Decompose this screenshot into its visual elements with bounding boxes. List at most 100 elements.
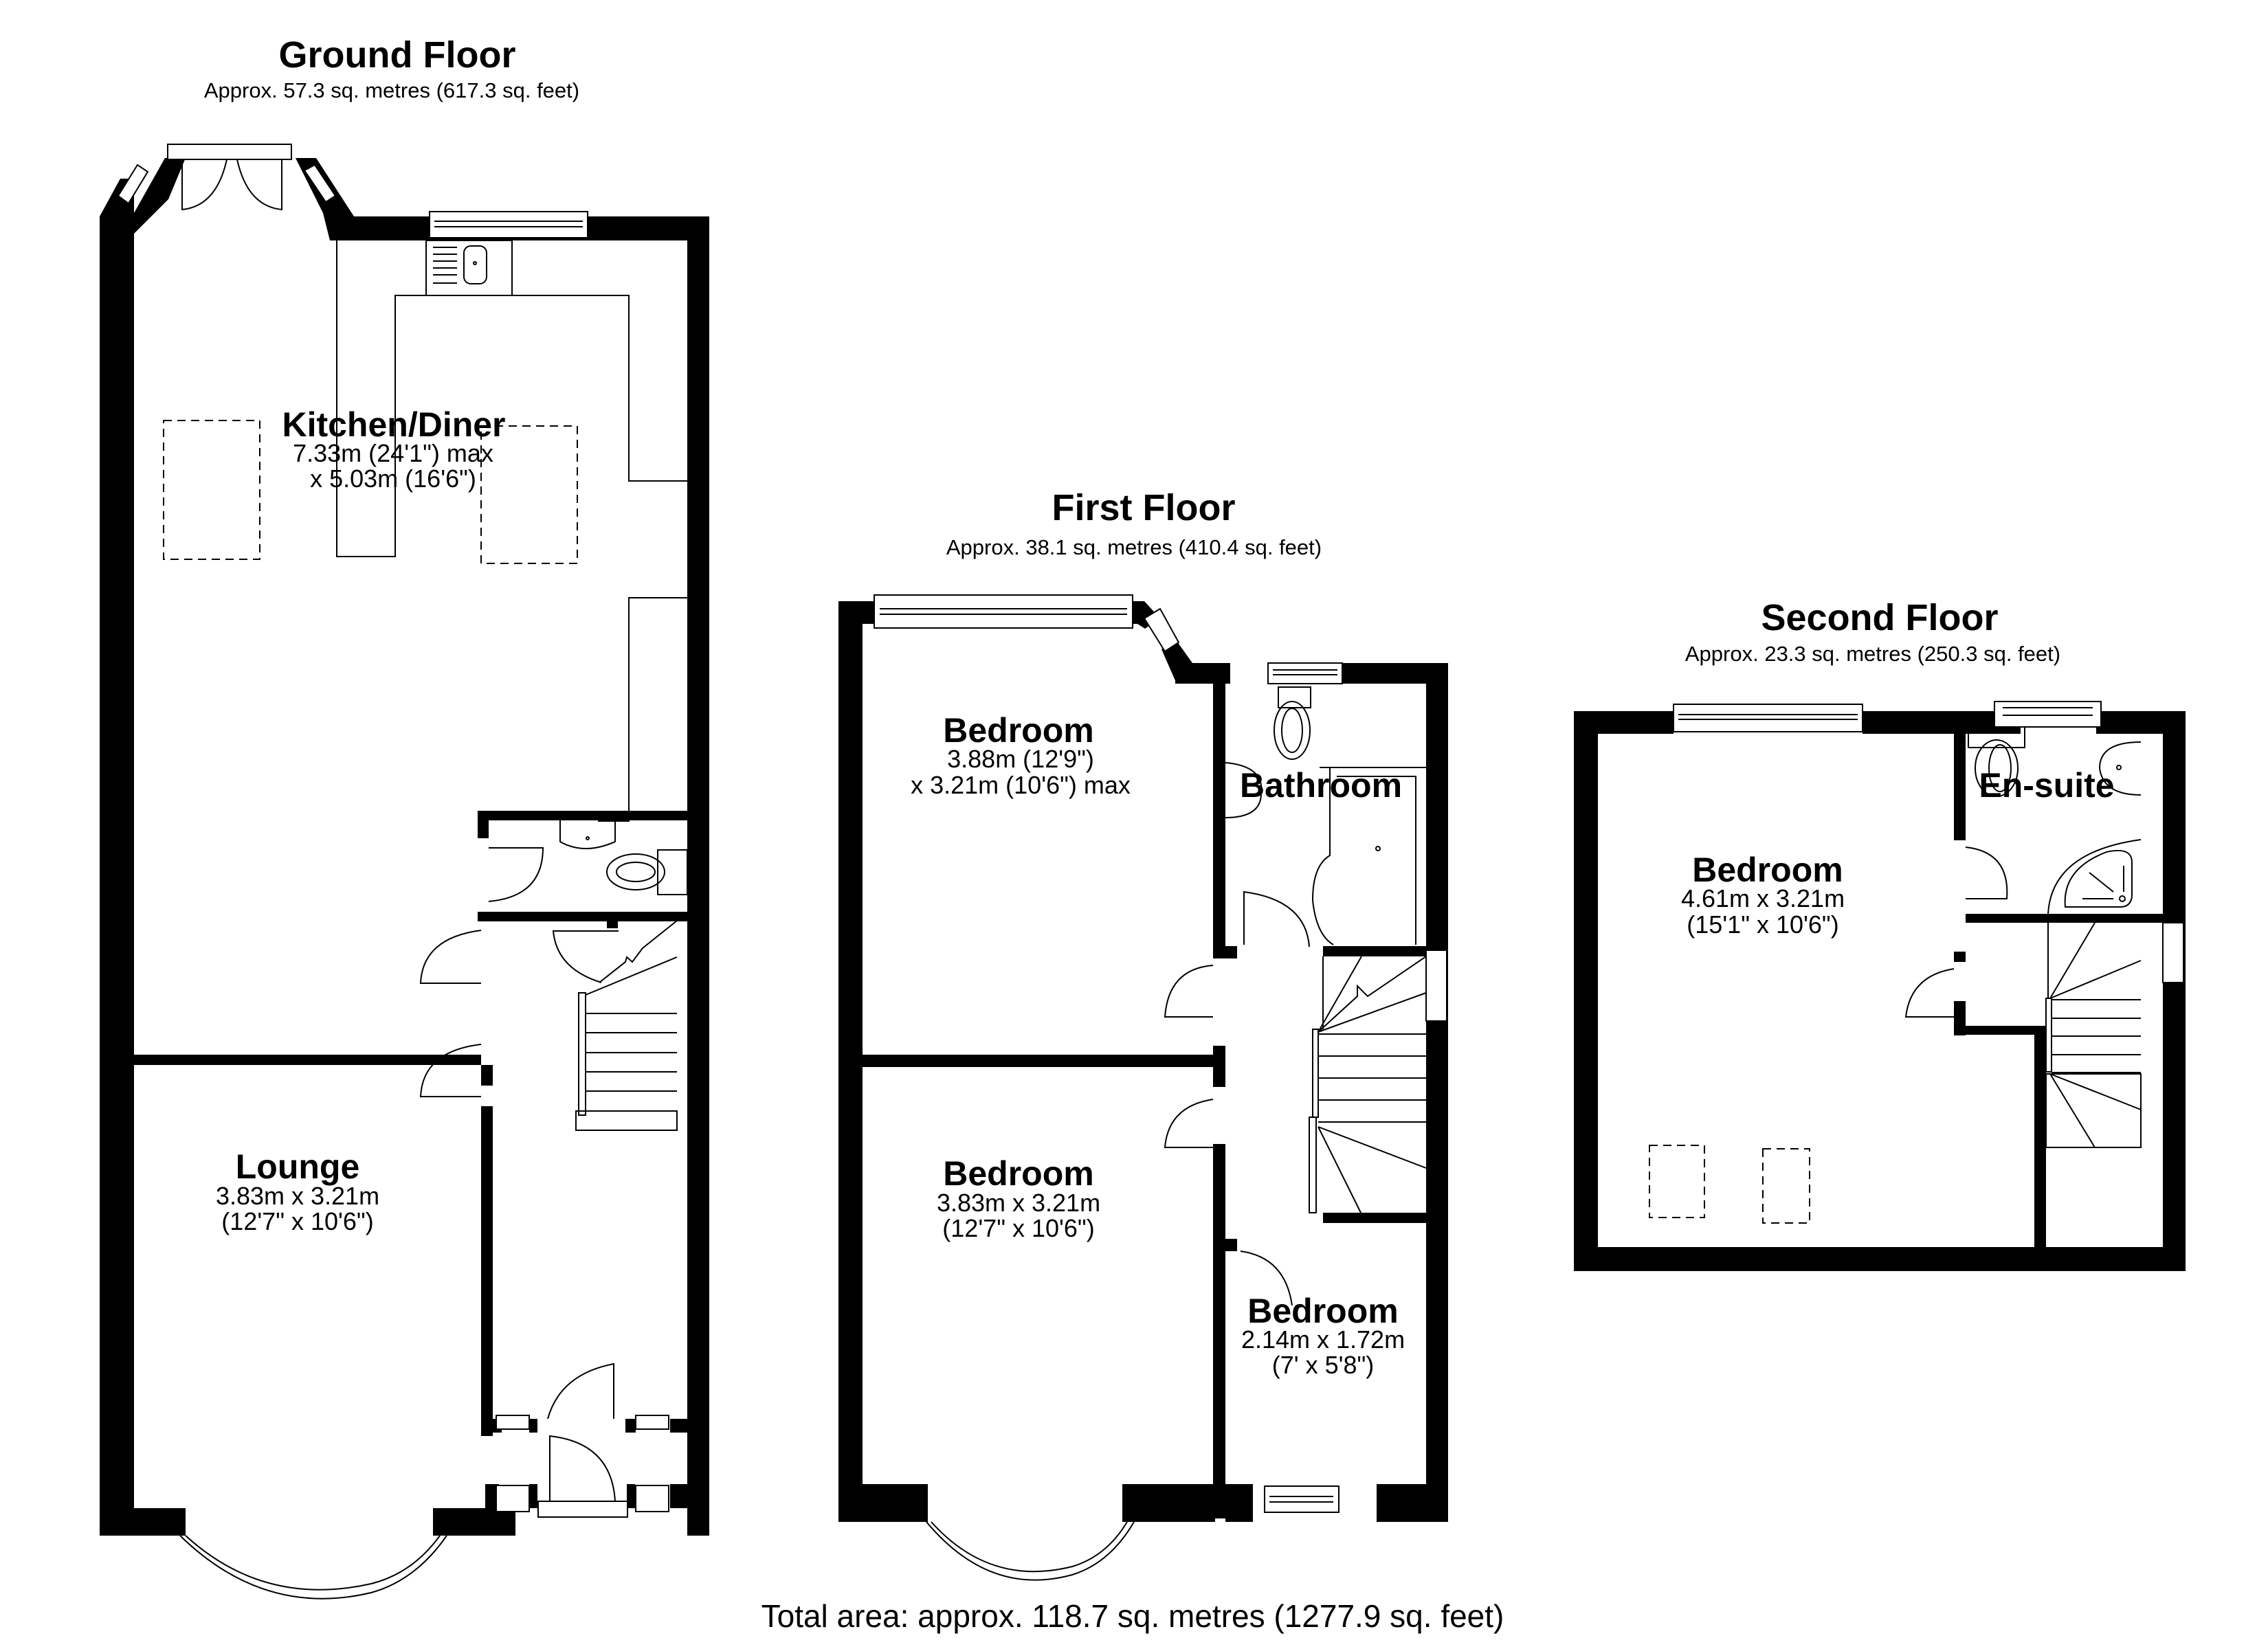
bathroom-basin xyxy=(1225,762,1263,818)
french-door-frame xyxy=(167,144,292,160)
stair-direction-arrow xyxy=(599,920,678,983)
small-bedroom-door-swing xyxy=(1240,1250,1293,1306)
second-stairs xyxy=(1649,922,2142,1224)
worktop-left xyxy=(336,240,687,557)
small-bedroom-window xyxy=(1264,1485,1339,1513)
first-walls xyxy=(838,601,1448,1522)
second-rooflight-1 xyxy=(1649,1145,1705,1218)
stair-window xyxy=(2162,922,2184,983)
second-bedroom-dim2: (15'1" x 10'6") xyxy=(1687,910,1838,939)
wc-basin xyxy=(559,820,616,849)
ground-hall xyxy=(419,920,678,1518)
ground-wc xyxy=(488,820,688,902)
first-floor: First Floor Approx. 38.1 sq. metres (410… xyxy=(838,487,1448,1581)
toilet-bowl xyxy=(1274,701,1311,760)
lounge-dim2: (12'7" x 10'6") xyxy=(221,1207,373,1235)
porch-window-2 xyxy=(635,1415,669,1430)
second-walls xyxy=(1574,711,2186,1271)
french-door-left-swing xyxy=(181,159,227,211)
second-handrail xyxy=(2045,998,2052,1073)
porch-window-3 xyxy=(496,1485,530,1512)
first-floor-area: Approx. 38.1 sq. metres (410.4 sq. feet) xyxy=(946,535,1322,559)
ensuite-cistern xyxy=(1968,726,2025,748)
ensuite-toilet xyxy=(1975,739,2019,797)
bathroom-label: Bathroom xyxy=(1240,766,1402,805)
drainer-lines xyxy=(433,247,457,284)
ensuite-label: En-suite xyxy=(1979,766,2114,805)
first-landing xyxy=(1164,956,1427,1306)
bathroom-window xyxy=(1267,662,1343,684)
ground-floor-title: Ground Floor xyxy=(279,34,516,76)
front-bedroom-door-swing xyxy=(1164,965,1214,1018)
bathroom-fittings xyxy=(1225,686,1426,947)
second-floor-title: Second Floor xyxy=(1761,597,1998,638)
porch-window-1 xyxy=(496,1415,530,1430)
front-door-swing xyxy=(549,1435,616,1505)
bath-outline xyxy=(1311,767,1334,945)
second-bedroom-dim1: 4.61m x 3.21m xyxy=(1681,884,1845,912)
front-bedroom-dim2: x 3.21m (10'6") max xyxy=(911,771,1131,799)
small-bedroom-dim2: (7' x 5'8") xyxy=(1272,1351,1375,1379)
rear-bay-window-inner xyxy=(931,1521,1128,1573)
ensuite-fittings xyxy=(1965,726,2142,915)
landing-stair-arrow xyxy=(1318,956,1427,1033)
kitchen-diner-label: Kitchen/Diner xyxy=(282,405,505,444)
wc-door-swing xyxy=(488,847,544,902)
ensuite-window xyxy=(1994,701,2102,728)
porch-inner-door-swing xyxy=(547,1362,614,1420)
wc-toilet-bowl xyxy=(606,853,665,890)
second-bedroom-door-swing xyxy=(1904,968,1955,1018)
lounge-door-swing xyxy=(419,1044,482,1097)
kitchen-diner-dim1: 7.33m (24'1") max xyxy=(293,439,493,467)
front-bedroom-label: Bedroom xyxy=(943,711,1093,750)
rooflight-2 xyxy=(480,425,578,564)
second-bedroom-window xyxy=(1673,704,1863,732)
wc-cistern xyxy=(657,849,688,895)
shower-tray xyxy=(2064,849,2133,908)
second-rooflight-2 xyxy=(1762,1148,1810,1224)
total-area: Total area: approx. 118.7 sq. metres (12… xyxy=(761,1598,1504,1634)
stair-handrail xyxy=(578,992,586,1116)
ground-walls xyxy=(100,158,709,1536)
ground-floor-area: Approx. 57.3 sq. metres (617.3 sq. feet) xyxy=(204,78,579,102)
ground-floor: Ground Floor Approx. 57.3 sq. metres (61… xyxy=(100,34,709,1600)
sink-bowl xyxy=(463,245,487,284)
ground-rear-openings xyxy=(117,144,588,238)
bay-side-window xyxy=(1143,607,1180,653)
rear-bedroom-dim2: (12'7" x 10'6") xyxy=(942,1214,1094,1242)
ensuite-basin xyxy=(2098,741,2142,796)
front-door-step xyxy=(537,1501,628,1518)
toilet-cistern xyxy=(1278,686,1311,708)
landing-handrail xyxy=(1312,1029,1319,1118)
first-floor-title: First Floor xyxy=(1052,487,1236,528)
second-floor-area: Approx. 23.3 sq. metres (250.3 sq. feet) xyxy=(1685,642,2060,666)
small-bedroom-label: Bedroom xyxy=(1247,1292,1398,1330)
ensuite-door-swing xyxy=(1965,846,2008,899)
front-bedroom-window xyxy=(874,594,1133,629)
porch-window-4 xyxy=(635,1485,669,1512)
lounge-bay-window xyxy=(179,1535,447,1600)
rear-bay-window-outer xyxy=(926,1521,1135,1581)
rear-bedroom-label: Bedroom xyxy=(943,1154,1093,1193)
rear-bedroom-door-swing xyxy=(1164,1099,1214,1148)
rooflight-1 xyxy=(163,420,260,560)
bay-window-right xyxy=(303,164,337,203)
kitchen-door-swing xyxy=(419,930,482,984)
french-door-right-swing xyxy=(236,159,282,211)
kitchen-diner-dim2: x 5.03m (16'6") xyxy=(310,464,476,493)
bay-window-left xyxy=(117,164,149,205)
kitchen-fittings xyxy=(163,240,687,822)
lounge-dim1: 3.83m x 3.21m xyxy=(216,1182,379,1210)
second-bedroom-label: Bedroom xyxy=(1692,851,1843,889)
rear-bedroom-dim1: 3.83m x 3.21m xyxy=(937,1189,1100,1217)
shower-door-arc xyxy=(2047,839,2142,915)
kitchen-window xyxy=(429,211,588,238)
understairs-door-swing xyxy=(552,930,619,983)
bathroom-door-swing xyxy=(1243,890,1310,947)
second-windows xyxy=(1673,701,2184,983)
landing-window xyxy=(1425,950,1447,1022)
small-bedroom-dim1: 2.14m x 1.72m xyxy=(1241,1325,1405,1354)
lounge-label: Lounge xyxy=(236,1147,360,1186)
front-bedroom-dim1: 3.88m (12'9") xyxy=(947,745,1094,773)
